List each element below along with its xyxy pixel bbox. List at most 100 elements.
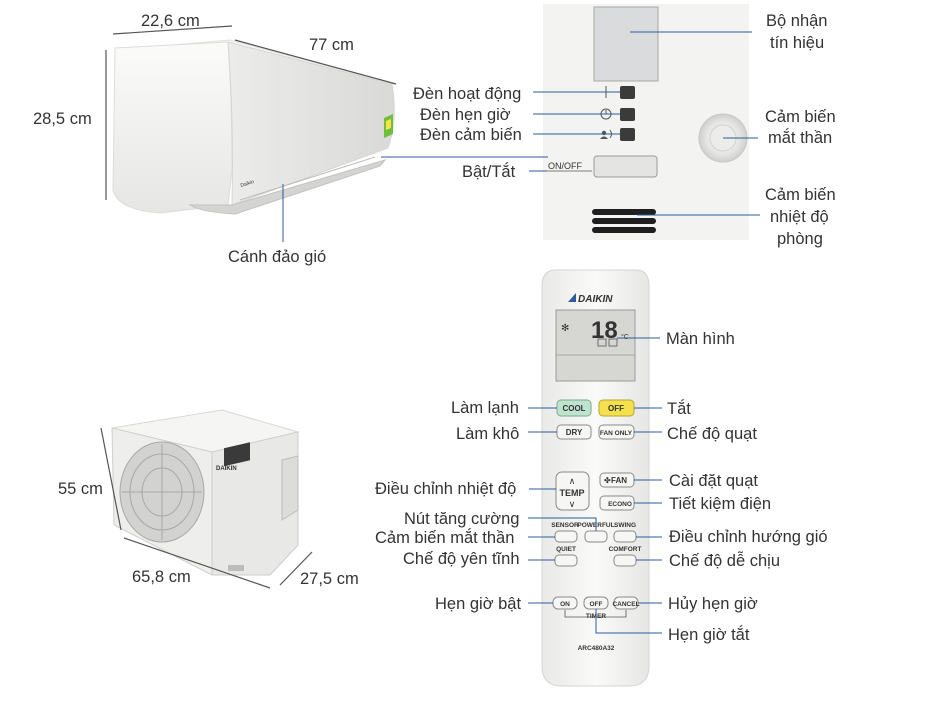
temp-down-icon: ∨ <box>569 499 576 509</box>
label-quiet: Chế độ yên tĩnh <box>403 550 520 568</box>
label-sensor: Cảm biến mắt thần <box>375 528 514 547</box>
indoor-brand: Daikin <box>240 179 255 189</box>
cancel-button-label: CANCEL <box>612 601 639 608</box>
indoor-dim-width-line <box>234 39 397 85</box>
indoor-dim-width: 77 cm <box>309 36 354 54</box>
fan-button-label: FAN <box>611 476 627 485</box>
indoor-flap <box>188 159 387 215</box>
timer-off-leader <box>595 609 662 634</box>
outdoor-valve-cover <box>281 455 299 521</box>
outdoor-dim-width-line <box>123 537 271 589</box>
label-receiver-2: tín hiệu <box>770 34 824 52</box>
label-powerful: Nút tăng cường <box>404 510 519 528</box>
sensor-button-caption: SENSOR <box>551 522 579 529</box>
signal-receiver <box>593 6 659 82</box>
outdoor-dim-height-line <box>100 427 122 531</box>
swing-button[interactable] <box>613 530 637 543</box>
sensor-lamp <box>620 128 635 141</box>
remote-brand-logo-icon <box>568 293 576 302</box>
comfort-button[interactable] <box>613 554 637 567</box>
label-room-temp-2: nhiệt độ <box>770 208 829 226</box>
remote-lcd-snow-icon: ✻ <box>561 323 569 334</box>
powerful-leader <box>528 517 597 531</box>
label-eye-sensor-2: mắt thần <box>768 128 832 147</box>
indoor-dim-height: 28,5 cm <box>33 110 92 128</box>
remote-control: DAIKIN 18 °C ✻ COOL OFF DRY FAN ONLY ∧ T… <box>375 269 828 687</box>
onoff-button[interactable] <box>593 155 658 178</box>
label-receiver-1: Bộ nhận <box>766 12 827 30</box>
label-flap: Cánh đảo gió <box>228 248 326 266</box>
indoor-side-face <box>112 41 233 214</box>
remote-lcd-temp: 18 <box>591 317 618 344</box>
outdoor-dim-depth-line <box>279 551 313 586</box>
outdoor-dim-depth: 27,5 cm <box>300 570 359 588</box>
label-screen: Màn hình <box>666 330 735 348</box>
label-comfort: Chế độ dễ chịu <box>669 551 780 570</box>
outdoor-unit: DAIKIN 55 cm 65,8 cm 27,5 cm <box>58 409 359 589</box>
room-sensor-slot-3 <box>592 227 656 233</box>
outdoor-dim-width: 65,8 cm <box>132 568 191 586</box>
timer-lamp <box>620 108 635 121</box>
sensor-button[interactable] <box>554 530 578 543</box>
outdoor-foot <box>228 565 244 571</box>
label-eye-sensor-1: Cảm biến <box>765 108 836 126</box>
label-room-temp-3: phòng <box>777 230 823 248</box>
outdoor-brand: DAIKIN <box>216 466 237 472</box>
onoff-caption: ON/OFF <box>548 161 582 171</box>
dry-button-label: DRY <box>566 428 583 437</box>
remote-lcd-fan-icon <box>597 338 607 347</box>
indoor-vent-line <box>239 156 376 201</box>
room-sensor-slot-2 <box>592 218 656 224</box>
fan-icon: ✤ <box>604 476 611 485</box>
quiet-button[interactable] <box>554 554 578 567</box>
remote-model: ARC480A32 <box>578 645 615 652</box>
comfort-button-caption: COMFORT <box>609 546 642 553</box>
label-sensor-lamp: Đèn cảm biến <box>420 126 522 144</box>
room-sensor-slot-1 <box>592 209 656 215</box>
label-room-temp-1: Cảm biến <box>765 186 836 204</box>
indoor-unit: Daikin 22,6 cm 77 cm 28,5 cm Cánh đảo gi… <box>33 12 397 266</box>
person-sensor-body-icon <box>600 136 608 139</box>
powerful-button[interactable] <box>584 530 608 543</box>
fan-only-button-label: FAN ONLY <box>600 430 633 437</box>
label-cancel: Hủy hẹn giờ <box>668 595 758 613</box>
operation-lamp <box>620 86 635 99</box>
remote-lcd <box>555 309 636 382</box>
label-cool: Làm lạnh <box>451 399 519 417</box>
label-temp: Điều chỉnh nhiệt độ <box>375 480 516 498</box>
label-dry: Làm khô <box>456 425 519 443</box>
timer-on-button-label: ON <box>560 601 570 608</box>
remote-lcd-unit: °C <box>621 333 629 341</box>
off-button-label: OFF <box>608 404 624 413</box>
temp-button-label: TEMP <box>559 488 584 498</box>
label-operation-lamp: Đèn hoạt động <box>413 85 521 103</box>
label-swing: Điều chỉnh hướng gió <box>669 528 828 546</box>
label-timer-off: Hẹn giờ tắt <box>668 625 750 644</box>
swing-button-caption: SWING <box>614 522 636 529</box>
label-timer-on: Hẹn giờ bật <box>435 595 521 613</box>
indoor-dim-depth-line <box>112 25 233 35</box>
indoor-energy-star <box>386 119 391 130</box>
label-econo: Tiết kiệm điện <box>669 495 771 513</box>
temp-up-icon: ∧ <box>569 476 576 486</box>
label-off: Tắt <box>667 399 691 418</box>
temp-button[interactable] <box>555 471 590 511</box>
remote-brand: DAIKIN <box>578 294 613 305</box>
label-onoff: Bật/Tắt <box>462 162 516 181</box>
cool-button-label: COOL <box>562 404 585 413</box>
quiet-button-caption: QUIET <box>556 546 576 553</box>
timer-off-button-label: OFF <box>590 601 603 608</box>
label-timer-lamp: Đèn hẹn giờ <box>420 106 511 124</box>
indoor-dim-depth: 22,6 cm <box>141 12 200 30</box>
label-fan-only: Chế độ quạt <box>667 425 757 443</box>
outdoor-dim-height: 55 cm <box>58 480 103 498</box>
econo-button-label: ECONO <box>608 501 632 508</box>
remote-lcd-mode-icon <box>608 338 618 347</box>
indoor-panel: ON/OFF Bộ nhận tín hiệu Đèn hoạt động Đè… <box>381 4 836 248</box>
label-fan: Cài đặt quạt <box>669 472 758 490</box>
person-sensor-icon <box>601 130 607 136</box>
outdoor-label-plate <box>224 442 250 467</box>
outdoor-side-face <box>211 431 299 576</box>
